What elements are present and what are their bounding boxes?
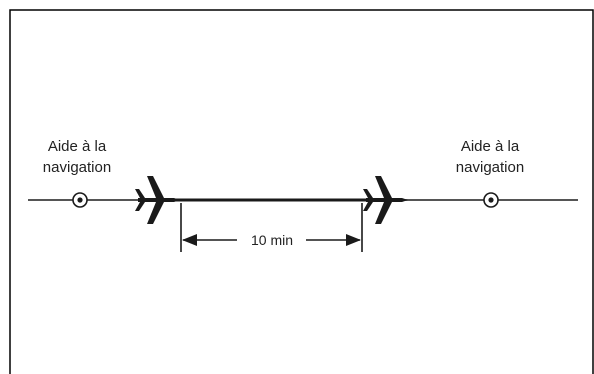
interval-label: 10 min (251, 232, 293, 248)
arrowhead-right-icon (346, 234, 361, 246)
arrowhead-left-icon (182, 234, 197, 246)
left-aid-label-line1: Aide à la (48, 138, 107, 155)
aircraft-icon-first (135, 176, 180, 224)
right-aid-label-line1: Aide à la (461, 138, 520, 155)
right-nav-aid-icon (483, 192, 499, 208)
left-aid-label-line2: navigation (43, 159, 111, 176)
right-aid-label-line2: navigation (456, 159, 524, 176)
left-nav-aid-icon (72, 192, 88, 208)
aircraft-icon-second (363, 176, 408, 224)
diagram-border (9, 9, 594, 374)
